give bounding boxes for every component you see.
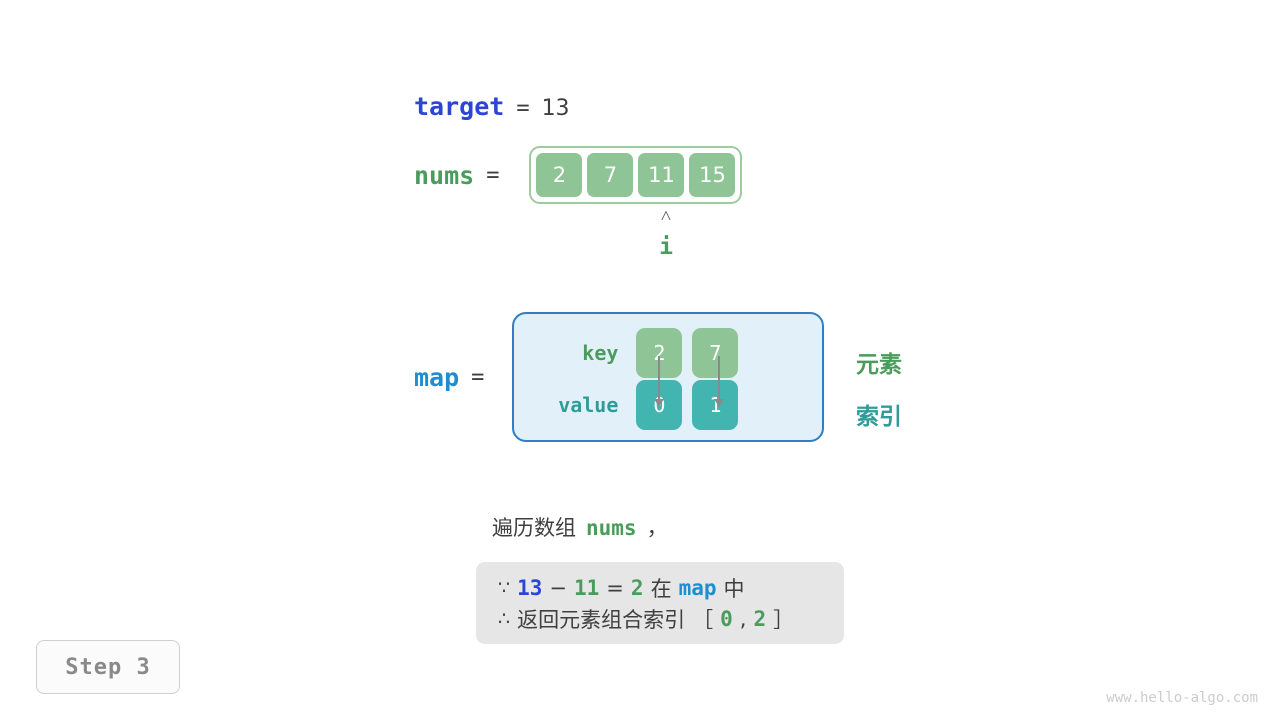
because-middle-text: 在: [650, 576, 672, 601]
map-key-cell[interactable]: 7: [692, 328, 739, 378]
legend-index: 索引: [856, 404, 902, 430]
map-value-row: value 0 1: [514, 380, 739, 430]
explanation-prefix: 遍历数组: [492, 516, 576, 540]
nums-array: 2 7 11 15: [529, 146, 743, 204]
because-operand-b: 11: [574, 575, 600, 600]
target-value: 13: [541, 96, 570, 121]
array-cell[interactable]: 11: [636, 151, 687, 199]
nums-variable-name: nums: [414, 160, 475, 190]
because-tail-text: 中: [723, 576, 745, 601]
target-variable-name: target: [414, 92, 505, 121]
map-variable-name: map: [414, 362, 460, 392]
because-icon: ∵: [498, 576, 511, 599]
because-map-ref: map: [678, 575, 717, 600]
explanation-line: 遍历数组 nums ，: [492, 512, 668, 542]
bracket-close: ］: [773, 607, 795, 632]
result-box: ∵ 13 − 11 = 2 在 map 中 ∴ 返回元素组合索引 ［ 0 , 2…: [476, 562, 844, 644]
caret-up-icon: ˄: [660, 205, 672, 227]
explanation-suffix: ，: [646, 516, 668, 540]
result-index-b: 2: [753, 606, 767, 631]
map-key-cells: 2 7: [636, 328, 739, 378]
nums-equals-sign: =: [486, 162, 500, 188]
target-declaration: target = 13: [414, 92, 570, 121]
because-result: 2: [630, 575, 644, 600]
explanation-code-nums: nums: [586, 516, 637, 540]
because-equals-sign: =: [606, 575, 624, 600]
key-to-value-arrow-icon: [714, 356, 725, 407]
pointer-label-i: i: [659, 234, 673, 260]
target-equals-sign: =: [516, 96, 530, 121]
because-operand-a: 13: [517, 575, 543, 600]
therefore-line: ∴ 返回元素组合索引 ［ 0 , 2 ］: [498, 603, 822, 634]
step-badge: Step 3: [36, 640, 180, 694]
therefore-text: 返回元素组合索引: [517, 607, 686, 632]
map-value-label: value: [558, 393, 619, 417]
legend: 元素 索引: [856, 336, 902, 440]
nums-declaration: nums = 2 7 11 15: [414, 146, 743, 204]
map-declaration: map = key 2 7 value 0 1: [414, 312, 825, 442]
hash-map-box: key 2 7 value 0 1: [512, 312, 825, 442]
bracket-open: ［: [692, 607, 714, 632]
legend-element: 元素: [856, 352, 902, 378]
map-key-row: key 2 7: [514, 328, 739, 378]
array-cell[interactable]: 7: [585, 151, 636, 199]
result-comma: ,: [739, 606, 747, 631]
watermark: www.hello-algo.com: [1106, 690, 1258, 706]
therefore-icon: ∴: [498, 607, 511, 630]
minus-sign: −: [549, 575, 567, 600]
because-line: ∵ 13 − 11 = 2 在 map 中: [498, 572, 822, 603]
key-to-value-arrow-icon: [654, 356, 665, 407]
index-pointer: ˄ i: [640, 205, 692, 261]
array-cell[interactable]: 2: [534, 151, 585, 199]
map-equals-sign: =: [471, 364, 485, 390]
map-key-label: key: [582, 341, 619, 365]
result-index-a: 0: [720, 606, 733, 631]
array-cell[interactable]: 15: [687, 151, 738, 199]
